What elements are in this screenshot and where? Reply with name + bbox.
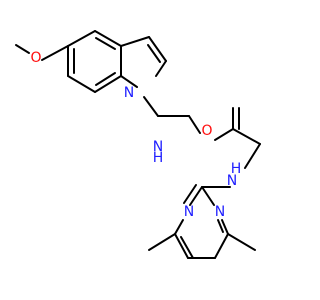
atom-labels: O N N H O N H N N (30, 50, 241, 220)
atom-n-indole: N (124, 85, 134, 101)
bond-benz-4 (94, 75, 122, 93)
bond-pyr-3-double (180, 236, 194, 259)
bond-pyr-1 (189, 186, 203, 206)
bond-ch2-nh2 (244, 143, 261, 169)
bond-pyrrole-4 (120, 75, 138, 88)
bond-ch2-nh (188, 115, 201, 134)
atom-h-amide: H (153, 150, 164, 166)
bond-pyrrole-3 (155, 60, 167, 77)
bond-pyrrole-double (147, 44, 161, 63)
atom-n-amine: N (227, 173, 237, 189)
bond-benz-2 (94, 30, 122, 47)
bond-c-methyl-b (227, 233, 256, 251)
bond-benz-1 (67, 30, 96, 47)
bond-benz-double-b (95, 72, 116, 86)
atom-o-methoxy: O (30, 50, 41, 66)
bond-pyr-3 (174, 233, 189, 259)
bonds (15, 30, 261, 259)
atom-n-pyrimidine-b: N (215, 204, 225, 220)
bond-benz-double-a (95, 37, 116, 50)
bond-benz-5 (67, 75, 96, 93)
bond-c-methyl-a (148, 233, 176, 251)
atom-o-carbonyl: O (201, 123, 212, 139)
atom-n-pyrimidine-a: N (184, 204, 194, 220)
bond-pyrrole-2 (148, 36, 167, 62)
bond-methyl-o (15, 44, 30, 54)
bond-pyr-6-double (217, 219, 224, 233)
bond-pyr-7 (201, 186, 215, 206)
bond-o-aryl (41, 45, 69, 61)
atom-h-amine: H (231, 161, 242, 177)
bond-pyr-6 (221, 219, 229, 235)
structure-svg: O N N H O N H N N (15, 30, 261, 259)
molecule-diagram: O N N H O N H N N (15, 30, 261, 259)
bond-pyr-5 (214, 233, 229, 259)
bond-nh-co (214, 128, 234, 141)
bond-pyr-2 (174, 219, 184, 235)
bond-pyr-1-double (183, 184, 197, 204)
bond-co-ch2 (232, 128, 261, 145)
bond-n-ch2 (143, 96, 159, 117)
atom-n-amide: N (153, 139, 163, 155)
bond-pyrrole-1 (120, 36, 150, 47)
